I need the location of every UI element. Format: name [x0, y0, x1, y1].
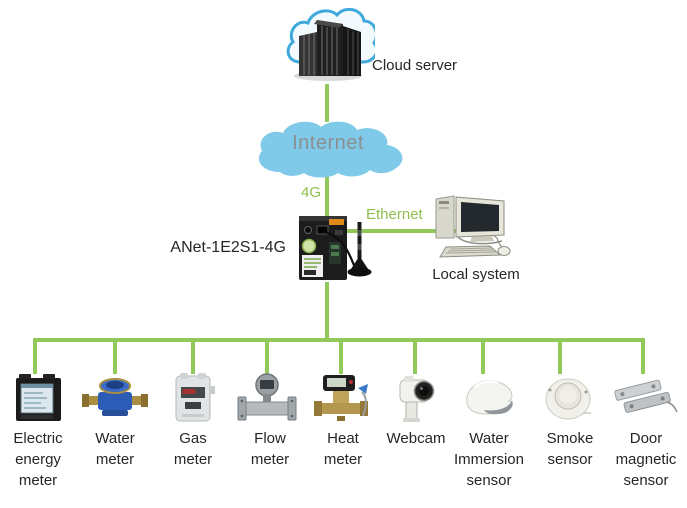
- flow-meter-icon: [237, 373, 297, 421]
- water-meter-label: Water meter: [95, 430, 135, 468]
- electric-energy-meter-icon: [16, 374, 61, 421]
- door-magnetic-sensor-icon: [614, 379, 678, 413]
- webcam-label: Webcam: [386, 430, 446, 447]
- gateway-device-icon: [299, 216, 372, 280]
- drop-line-webcam: [413, 340, 417, 374]
- drop-line-electric-meter: [33, 340, 37, 374]
- flow-meter-label: Flow meter: [250, 430, 290, 468]
- drop-line-smoke-sensor: [558, 340, 562, 374]
- drop-line-water-immersion: [481, 340, 485, 374]
- local-system-label: Local system: [432, 266, 520, 283]
- local-system-icon: [435, 195, 511, 258]
- internet-label: Internet: [292, 132, 364, 154]
- ethernet-link-label: Ethernet: [366, 206, 423, 223]
- drop-line-water-meter: [113, 340, 117, 374]
- line-internet-gateway: [325, 176, 329, 218]
- line-cloudserver-internet: [325, 84, 329, 122]
- cloud-server-icon: [286, 7, 375, 81]
- drop-line-door-sensor: [641, 340, 645, 374]
- internet-cloud: Internet: [250, 118, 406, 180]
- drop-line-gas-meter: [191, 340, 195, 374]
- heat-meter-label: Heat meter: [323, 430, 363, 468]
- door-magnetic-sensor-label: Door magnetic sensor: [615, 430, 677, 489]
- water-immersion-sensor-icon: [466, 380, 513, 415]
- smoke-sensor-icon: [545, 378, 591, 420]
- gateway-label: ANet-1E2S1-4G: [170, 239, 286, 256]
- drop-line-flow-meter: [265, 340, 269, 374]
- heat-meter-icon: [314, 375, 368, 421]
- smoke-sensor-label: Smoke sensor: [546, 430, 594, 468]
- electric-energy-meter-label: Electric energy meter: [13, 430, 63, 489]
- drop-line-heat-meter: [339, 340, 343, 374]
- water-meter-icon: [82, 378, 148, 416]
- gas-meter-icon: [175, 373, 215, 422]
- gas-meter-label: Gas meter: [173, 430, 213, 468]
- 4g-link-label: 4G: [301, 184, 322, 201]
- cloud-server-label: Cloud server: [372, 57, 458, 74]
- line-gateway-localsystem: [346, 229, 458, 233]
- water-immersion-sensor-label: Water Immersion sensor: [453, 430, 524, 489]
- internet-cloud-icon: [258, 121, 403, 178]
- line-gateway-bus: [325, 282, 329, 340]
- webcam-icon: [399, 376, 435, 422]
